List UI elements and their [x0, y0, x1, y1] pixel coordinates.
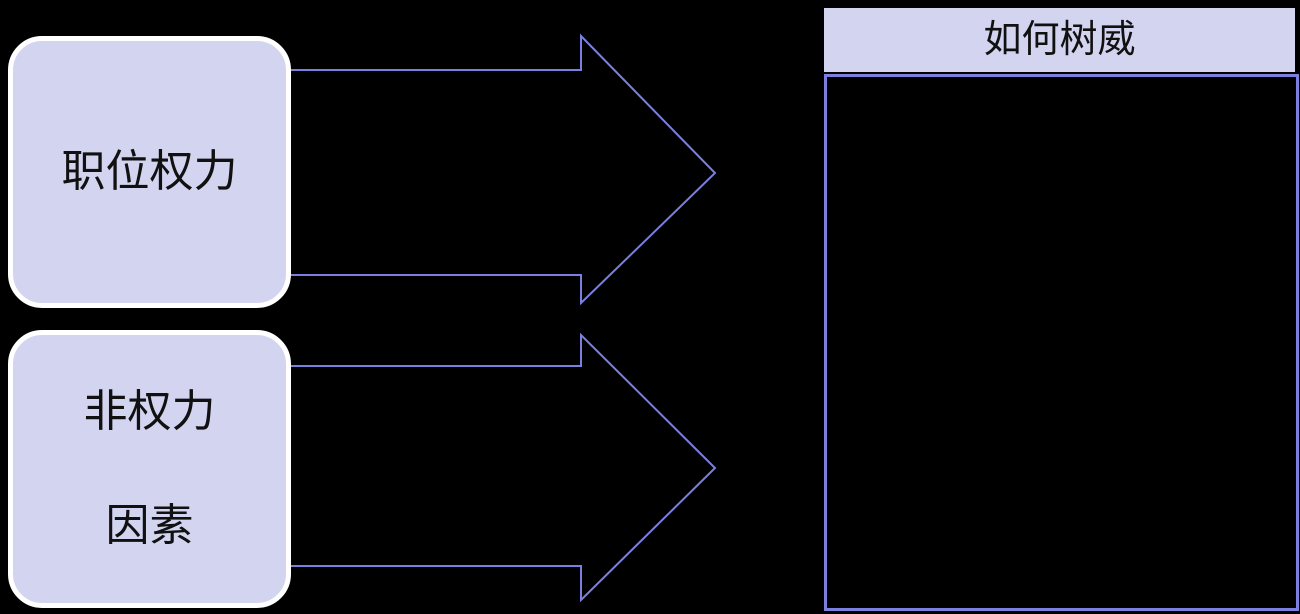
box-position-power[interactable]: 职位权力	[8, 36, 291, 308]
box-non-power-factors[interactable]: 非权力 因素	[8, 330, 291, 608]
panel-body[interactable]	[824, 74, 1299, 611]
panel-how-to-build-authority: 如何树威	[824, 8, 1299, 612]
box-non-power-factors-label-line2: 因素	[105, 501, 194, 550]
panel-title: 如何树威	[983, 19, 1136, 61]
box-non-power-factors-label-line1: 非权力	[83, 387, 216, 436]
box-position-power-label: 职位权力	[61, 147, 238, 196]
panel-header: 如何树威	[824, 8, 1295, 72]
arrow-top-icon	[291, 33, 717, 306]
arrow-bottom-icon	[291, 332, 717, 603]
